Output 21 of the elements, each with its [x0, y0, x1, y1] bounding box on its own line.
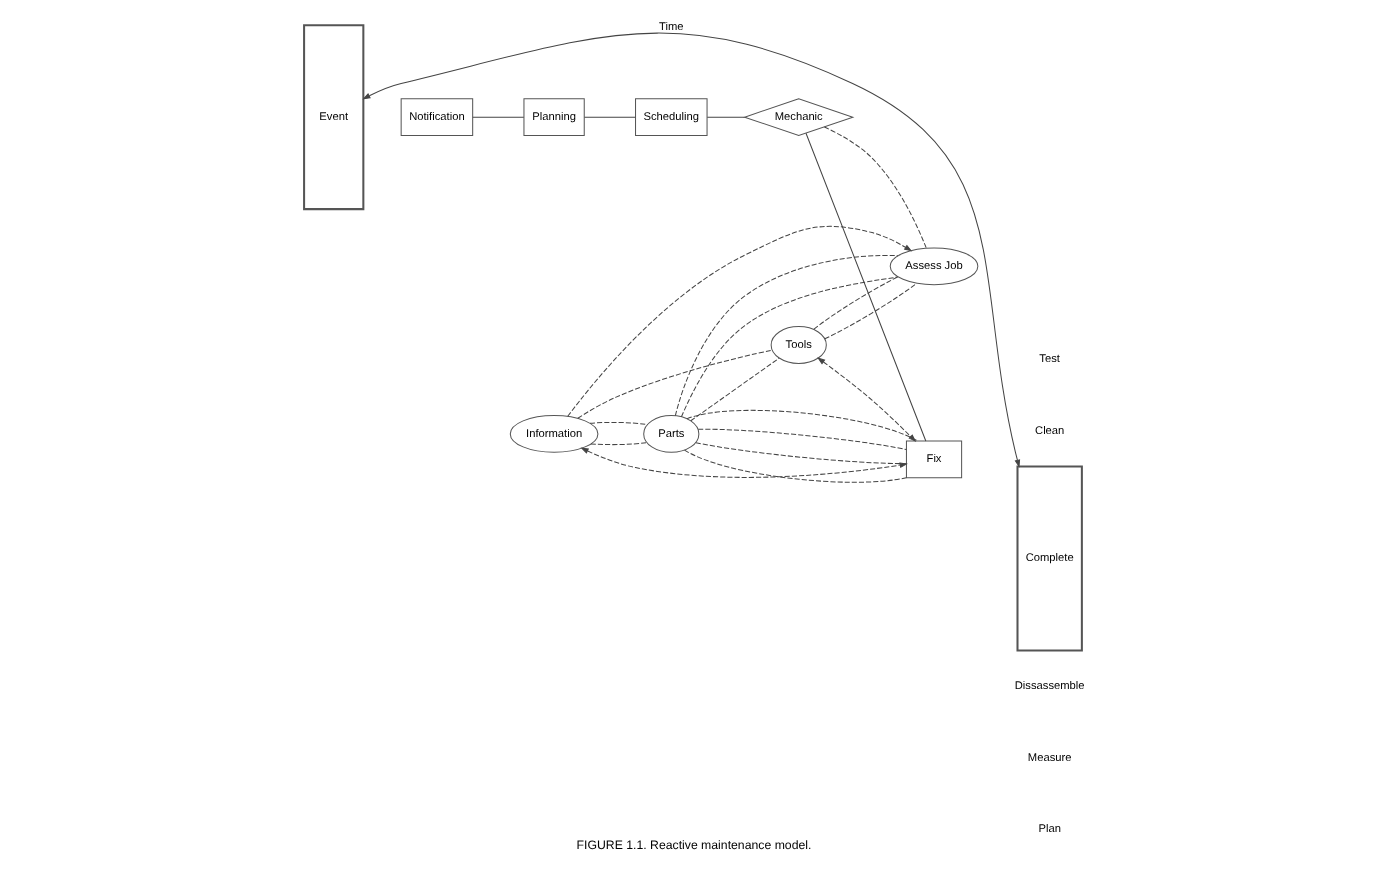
- connector: [706, 116, 746, 118]
- connector: [590, 442, 648, 446]
- connector: [472, 116, 525, 118]
- arrow: [580, 447, 908, 478]
- connector: [805, 132, 927, 442]
- connector: [583, 116, 636, 118]
- connector: [823, 126, 927, 249]
- arrow: [362, 32, 1021, 468]
- connector: [813, 276, 899, 330]
- arrow: [567, 225, 913, 417]
- connector: [695, 442, 907, 465]
- arrow: [817, 357, 917, 443]
- connector: [690, 357, 780, 422]
- connector: [680, 276, 899, 418]
- connector: [577, 349, 773, 419]
- connector: [686, 409, 919, 442]
- connector: [697, 428, 907, 451]
- connector: [589, 421, 649, 426]
- connector: [674, 254, 899, 417]
- connector: [824, 282, 917, 340]
- connector: [684, 449, 907, 483]
